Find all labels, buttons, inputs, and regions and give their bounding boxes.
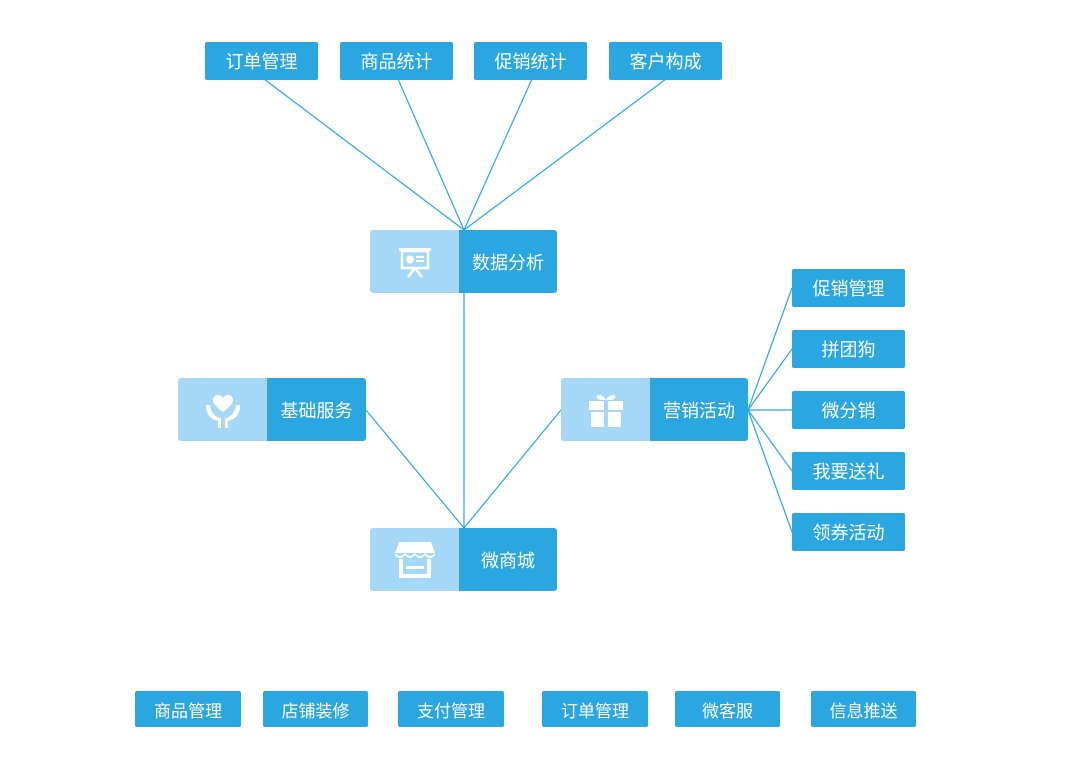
top-item-order-management[interactable]: 订单管理	[205, 42, 318, 80]
top-item-product-stats[interactable]: 商品统计	[340, 42, 453, 80]
node-micro-mall-label: 微商城	[459, 528, 557, 591]
right-item-promotion-management[interactable]: 促销管理	[792, 269, 905, 307]
right-item-group-buy[interactable]: 拼团狗	[792, 330, 905, 368]
link-top-2	[397, 78, 465, 231]
link-right-2	[747, 348, 793, 411]
bottom-item-store-decoration[interactable]: 店铺装修	[263, 691, 368, 727]
right-item-micro-distribution[interactable]: 微分销	[792, 391, 905, 429]
node-data-analysis-label: 数据分析	[459, 230, 557, 293]
right-item-coupon-activity[interactable]: 领券活动	[792, 513, 905, 551]
bottom-item-order-management[interactable]: 订单管理	[542, 691, 648, 727]
storefront-icon	[370, 528, 459, 591]
presentation-chart-icon	[370, 230, 459, 293]
bottom-item-message-push[interactable]: 信息推送	[811, 691, 916, 727]
node-data-analysis[interactable]: 数据分析	[370, 230, 557, 293]
link-top-3	[463, 78, 533, 231]
node-micro-mall[interactable]: 微商城	[370, 528, 557, 591]
node-marketing[interactable]: 营销活动	[561, 378, 748, 441]
node-marketing-label: 营销活动	[650, 378, 748, 441]
top-item-customer-composition[interactable]: 客户构成	[609, 42, 722, 80]
node-basic-service-label: 基础服务	[267, 378, 366, 441]
link-right-5	[747, 409, 793, 533]
link-basic-mall	[365, 409, 465, 529]
heart-hands-icon	[178, 378, 267, 441]
link-top-1	[263, 78, 465, 231]
bottom-item-payment-management[interactable]: 支付管理	[398, 691, 504, 727]
link-right-1	[747, 287, 793, 411]
node-basic-service[interactable]: 基础服务	[178, 378, 366, 441]
link-top-4	[463, 78, 667, 231]
gift-icon	[561, 378, 650, 441]
bottom-item-product-management[interactable]: 商品管理	[135, 691, 241, 727]
link-marketing-mall	[463, 409, 562, 529]
right-item-send-gift[interactable]: 我要送礼	[792, 452, 905, 490]
bottom-item-micro-customer-service[interactable]: 微客服	[675, 691, 780, 727]
top-item-promotion-stats[interactable]: 促销统计	[474, 42, 587, 80]
link-right-4	[747, 409, 793, 472]
